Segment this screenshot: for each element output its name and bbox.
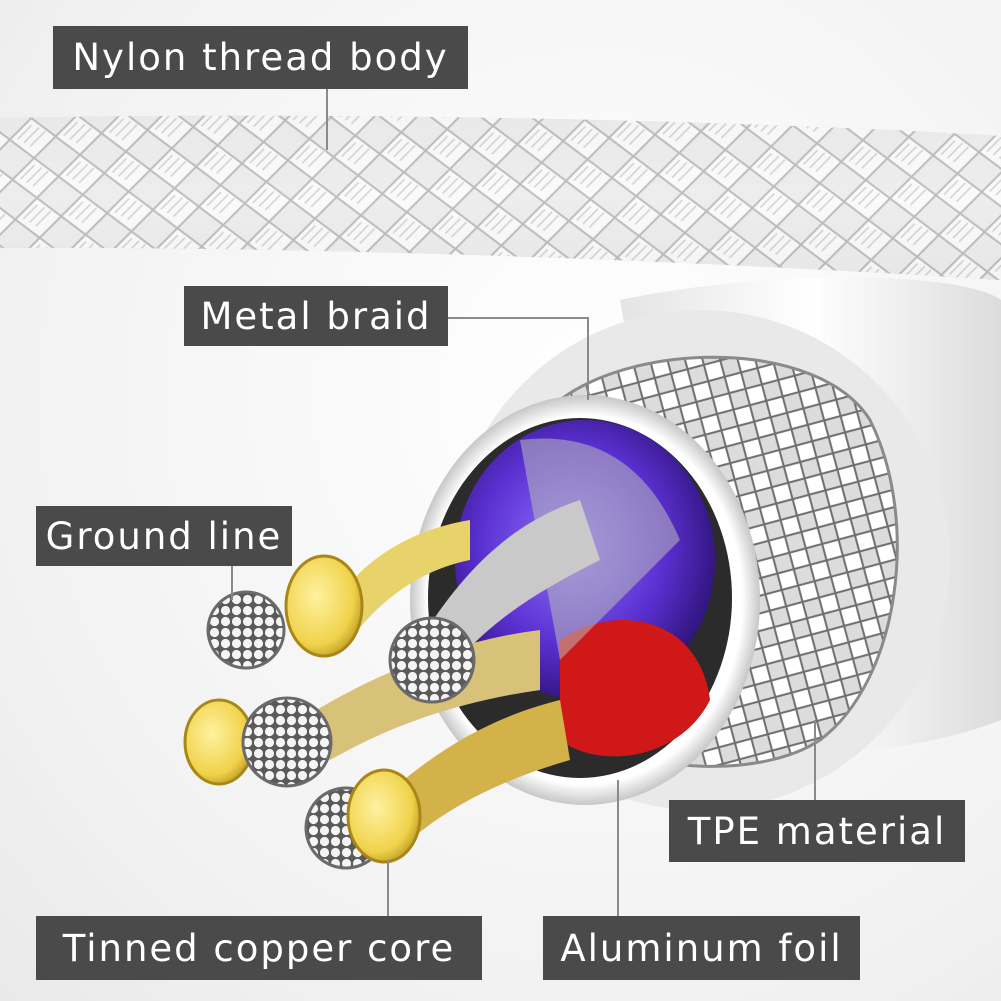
leader-lines — [231, 89, 816, 916]
label-aluminum-foil: Aluminum foil — [543, 916, 860, 980]
label-tinned-copper-core: Tinned copper core — [36, 916, 482, 980]
label-metal-braid: Metal braid — [184, 286, 448, 346]
label-ground-line: Ground line — [36, 506, 292, 566]
leader-metal — [448, 317, 589, 400]
nylon-braid-band — [0, 115, 1001, 280]
label-tpe-material: TPE material — [669, 800, 965, 862]
label-nylon-thread-body: Nylon thread body — [53, 26, 468, 89]
wire-ends — [183, 554, 476, 870]
